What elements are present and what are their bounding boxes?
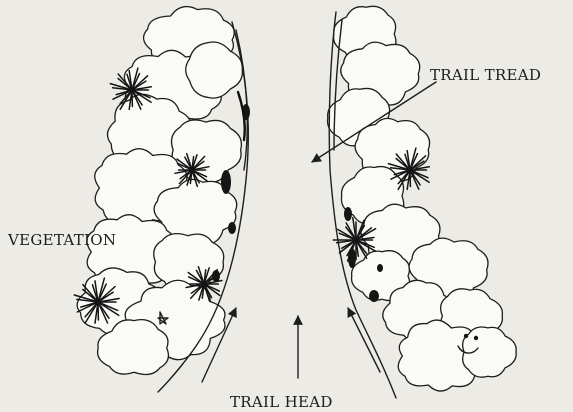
trail-tread-label: TRAIL TREAD — [430, 66, 541, 84]
rock-icon — [228, 222, 236, 234]
vegetation-label: VEGETATION — [7, 231, 116, 249]
rock-icon — [369, 290, 379, 302]
rock-icon — [238, 92, 245, 140]
rock-icon — [221, 170, 231, 194]
shrub-cluster-icon — [463, 327, 517, 377]
trail-head-right-arrow — [348, 308, 380, 372]
right-shrub-clusters — [328, 6, 517, 391]
rock-icon — [377, 264, 383, 272]
shrub-cluster-icon — [186, 42, 243, 98]
rock-icon — [344, 207, 352, 221]
trail-head-label: TRAIL HEAD — [230, 393, 333, 411]
